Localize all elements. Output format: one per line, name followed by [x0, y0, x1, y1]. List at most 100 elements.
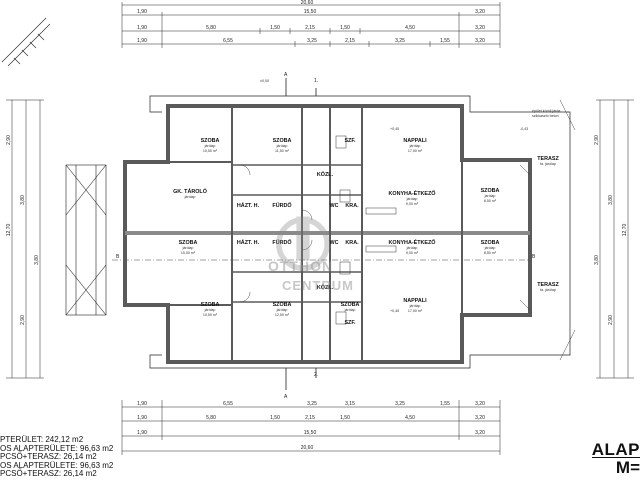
bot-dim-r3-1: 1,90 — [137, 430, 147, 436]
bot-dim-r1-4: 3,15 — [345, 401, 355, 407]
top-dim-r4-1: 1,90 — [137, 38, 147, 44]
room-label: HÁZT. H. — [237, 202, 260, 209]
room-area: 8,50 m² — [484, 251, 497, 255]
room-label: SZOBA — [201, 138, 220, 144]
top-dim-r2-1: 1,90 — [137, 9, 147, 15]
room-floor: járólap — [409, 144, 421, 148]
room-floor: járólap — [204, 308, 216, 312]
level-pos-label-top: +0,45 — [390, 127, 399, 131]
left-dim-1: 2,90 — [6, 135, 12, 145]
room-label: KONYHA-ÉTKEZŐ — [388, 189, 435, 197]
right-dim-4: 2,90 — [608, 315, 614, 325]
bot-dim-r3-3: 3,20 — [475, 430, 485, 436]
top-dim-r3-5: 1,50 — [340, 25, 350, 31]
top-dim-r2-2: 15,50 — [304, 9, 317, 15]
watermark-text-2: CENTRUM — [282, 278, 354, 293]
room-floor: járólap — [204, 144, 216, 148]
watermark-logo-icon — [276, 216, 330, 271]
bot-dim-r3-2: 15,50 — [304, 430, 317, 436]
room-label: SZF. — [344, 138, 356, 144]
room-area: 9,00 m² — [406, 251, 419, 255]
bot-dim-r1-1: 1,90 — [137, 401, 147, 407]
room-area: 10,50 m² — [203, 313, 218, 317]
left-dimension-text: 2,90 3,80 12,70 2,90 3,80 — [6, 135, 40, 325]
room-label: NAPPALI — [403, 298, 427, 304]
area-legend: PTERÜLET: 242,12 m2 OS ALAPTERÜLETE: 96,… — [0, 435, 200, 479]
top-dim-r2-3: 3,20 — [475, 9, 485, 15]
room-floor: fa. járólap — [540, 162, 556, 166]
room-label: SZOBA — [273, 138, 292, 144]
room-label: SZOBA — [179, 240, 198, 246]
carport-canopy — [65, 164, 107, 316]
room-label: NAPPALI — [403, 138, 427, 144]
north-arrow-icon — [1, 17, 51, 67]
drawing-scale: M= — [615, 458, 640, 477]
bot-dim-r2-5: 1,50 — [340, 415, 350, 421]
room-floor: járólap — [276, 144, 288, 148]
room-label: KÖZL. — [317, 171, 334, 178]
room-label: TERASZ — [537, 282, 559, 288]
room-floor: fa. járólap — [540, 288, 556, 292]
drawing-title: ALAP — [591, 440, 640, 459]
room-label: HÁZT. H. — [237, 239, 260, 246]
legend-line: PTERÜLET: 242,12 m2 — [0, 435, 84, 444]
side-dimension-lines — [6, 99, 634, 379]
room-floor: járólap — [406, 246, 418, 250]
room-area: 17,00 m² — [408, 309, 423, 313]
room-label: SZOBA — [201, 302, 220, 308]
right-dim-2: 3,80 — [608, 195, 614, 205]
bot-overall-dim: 20,60 — [301, 445, 314, 451]
room-label: GK. TÁROLÓ — [173, 187, 207, 195]
bot-dim-r1-2: 6,55 — [223, 401, 233, 407]
top-dimension-lines — [121, 2, 501, 48]
top-dim-r3-3: 1,50 — [270, 25, 280, 31]
bot-dim-r2-1: 1,90 — [137, 415, 147, 421]
room-label: SZF. — [344, 320, 356, 326]
top-dim-r3-1: 1,90 — [137, 25, 147, 31]
top-dim-r3-6: 4,50 — [405, 25, 415, 31]
section-a-bottom-label: A — [284, 394, 288, 400]
legend-line: OS ALAPTERÜLETE: 96,63 m2 — [0, 443, 114, 453]
room-label: SZOBA — [273, 302, 292, 308]
right-dim-5: 3,80 — [594, 255, 600, 265]
left-dim-3: 12,70 — [6, 224, 12, 237]
bottom-dimension-lines — [121, 400, 501, 455]
room-area: 12,50 m² — [275, 313, 290, 317]
room-area: 17,00 m² — [408, 149, 423, 153]
level-neg-label: -0,43 — [520, 127, 528, 131]
left-dim-2: 3,80 — [20, 195, 26, 205]
legend-line: OS ALAPTERÜLETE: 96,63 m2 — [0, 460, 114, 470]
top-dim-r3-4: 2,15 — [305, 25, 315, 31]
top-dim-r4-7: 3,20 — [475, 38, 485, 44]
bottom-dimension-text: 1,90 6,55 3,25 3,15 3,25 1,55 3,20 1,90 … — [137, 401, 485, 451]
bot-dim-r1-5: 3,25 — [395, 401, 405, 407]
right-dim-3: 12,70 — [622, 224, 628, 237]
room-floor: járólap — [484, 194, 496, 198]
room-label: FÜRDŐ — [272, 202, 291, 209]
room-label: KÖZL. — [317, 284, 334, 291]
section-1-label: 1. — [314, 78, 318, 84]
bot-dim-r1-3: 3,25 — [307, 401, 317, 407]
top-dim-r3-2: 5,80 — [206, 25, 216, 31]
room-floor: járólap — [182, 246, 194, 250]
room-floor: járólap — [344, 308, 356, 312]
room-label: SZOBA — [481, 240, 500, 246]
top-dim-r4-3: 3,25 — [307, 38, 317, 44]
top-dim-r3-7: 3,20 — [475, 25, 485, 31]
left-dim-5: 3,80 — [34, 255, 40, 265]
room-labels: SZOBA járólap 10,50 m² SZOBA járólap 11,… — [173, 138, 559, 326]
room-area: 10,50 m² — [203, 149, 218, 153]
room-label: TERASZ — [537, 156, 559, 162]
room-area: 11,50 m² — [275, 149, 290, 153]
room-label: WC — [330, 240, 339, 246]
top-dim-r4-5: 3,25 — [395, 38, 405, 44]
room-floor: járólap — [484, 246, 496, 250]
top-dim-r4-4: 2,15 — [345, 38, 355, 44]
room-area: 9,00 m² — [406, 202, 419, 206]
top-overall-dim: 20,60 — [301, 0, 314, 6]
top-dim-r4-2: 6,55 — [223, 38, 233, 44]
section-2-label: 2. — [314, 372, 318, 378]
terrace-note-label: épület körüli járda szikkasztó beton — [532, 109, 561, 118]
room-area: 8,50 m² — [484, 199, 497, 203]
